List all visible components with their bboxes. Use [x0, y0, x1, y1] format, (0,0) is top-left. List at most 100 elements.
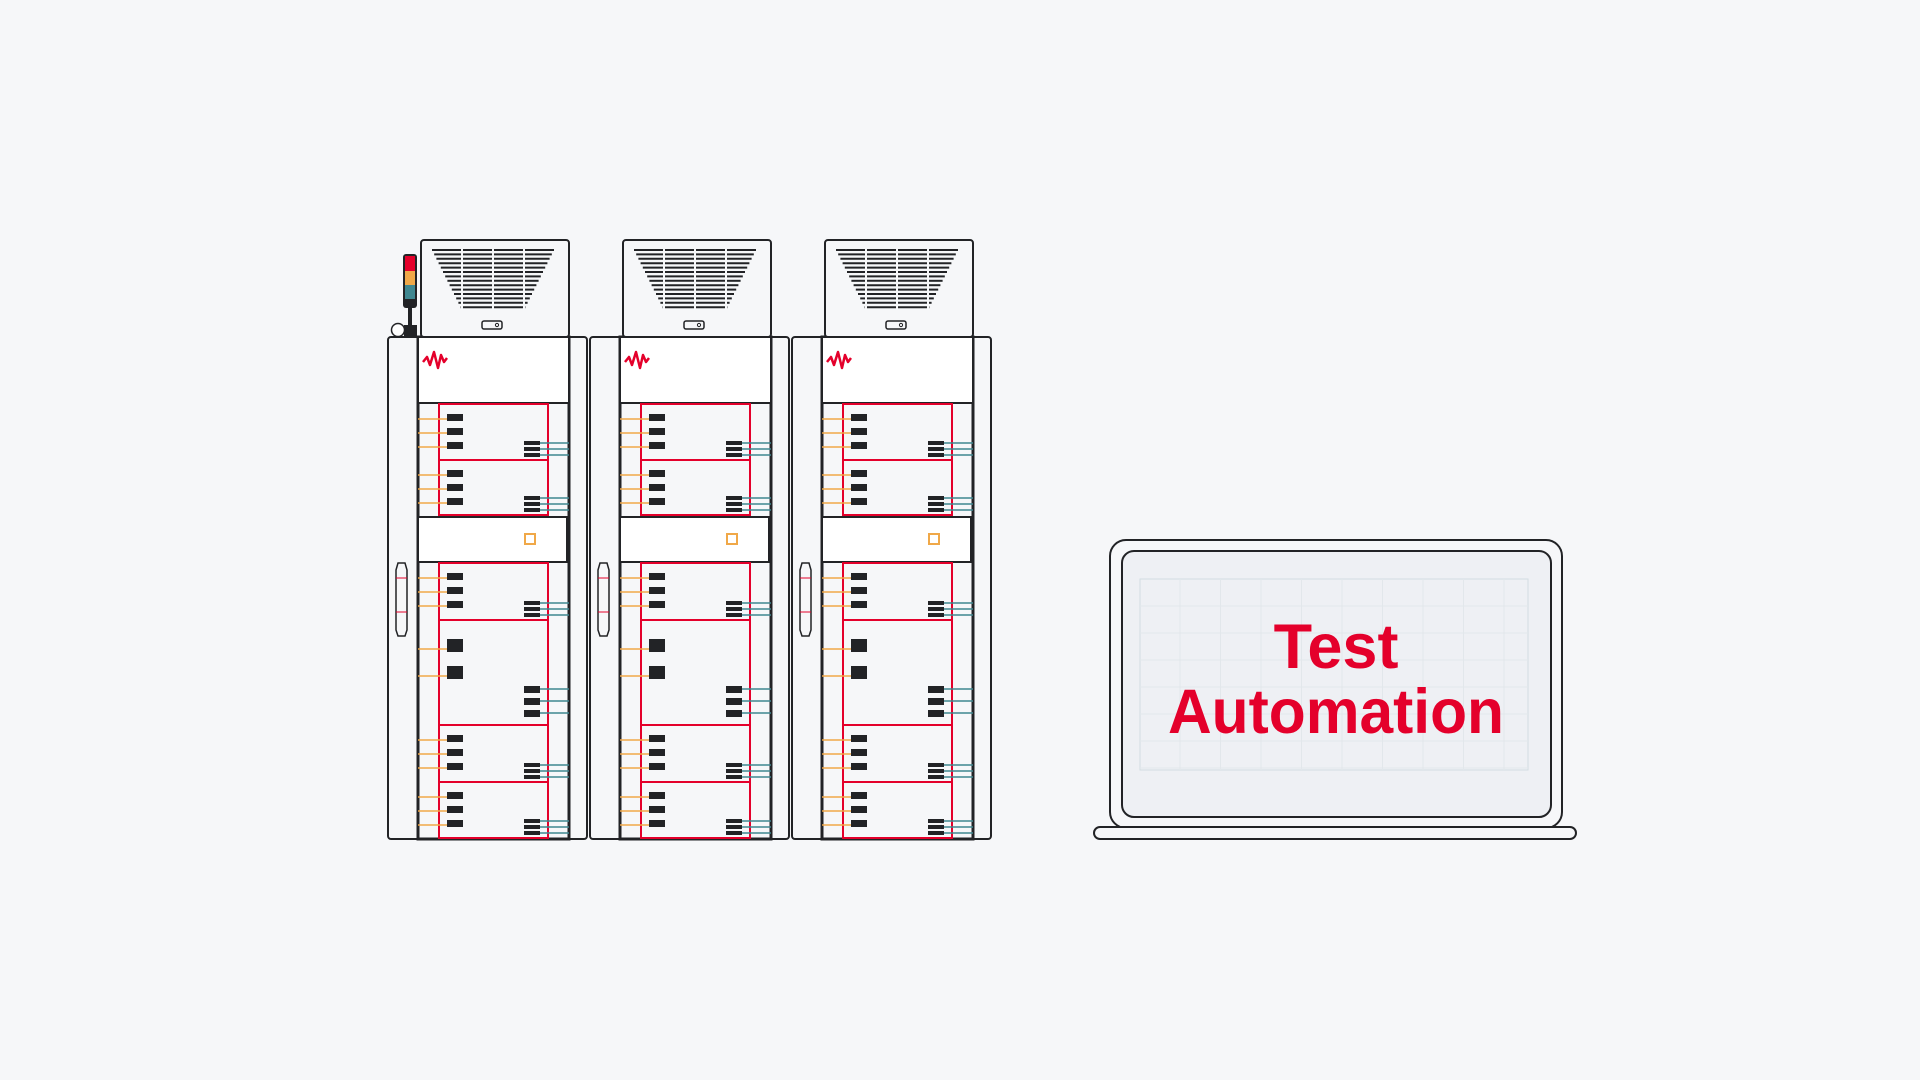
output-terminal: [726, 496, 742, 500]
tower-base: [404, 325, 417, 336]
input-terminal: [649, 587, 665, 594]
module-frame: [640, 459, 751, 516]
input-terminal: [447, 806, 463, 813]
output-terminal: [928, 769, 944, 773]
input-terminal: [649, 573, 665, 580]
output-terminal: [726, 763, 742, 767]
io-module: [620, 403, 771, 461]
input-terminal: [447, 587, 463, 594]
input-terminal: [851, 484, 867, 491]
door-handle: [395, 562, 408, 637]
input-terminal: [851, 470, 867, 477]
output-terminal: [928, 601, 944, 605]
output-terminal: [524, 831, 540, 835]
module-frame: [438, 781, 549, 839]
output-terminal: [524, 763, 540, 767]
input-terminal: [447, 573, 463, 580]
output-terminal: [524, 508, 540, 512]
inner-frame: [618, 335, 773, 841]
output-terminal: [726, 825, 742, 829]
io-module: [418, 781, 569, 839]
input-terminal: [447, 749, 463, 756]
output-terminal: [928, 502, 944, 506]
output-terminal: [726, 819, 742, 823]
laptop: Test Automation: [1093, 539, 1577, 840]
input-terminal: [649, 639, 665, 652]
status-indicator: [524, 533, 536, 545]
middle-panel: [619, 516, 770, 563]
input-terminal: [649, 749, 665, 756]
output-terminal: [928, 508, 944, 512]
output-terminal: [928, 831, 944, 835]
module-frame: [842, 459, 953, 516]
input-terminal: [851, 792, 867, 799]
io-module: [418, 459, 569, 516]
io-module: [620, 781, 771, 839]
logo-panel: [619, 336, 772, 404]
rack-1: [387, 239, 588, 841]
output-terminal: [928, 447, 944, 451]
output-terminal: [524, 453, 540, 457]
output-terminal: [726, 502, 742, 506]
io-module: [822, 781, 973, 839]
output-terminal: [726, 686, 742, 693]
input-terminal: [649, 806, 665, 813]
output-terminal: [726, 769, 742, 773]
teal-light: [405, 285, 415, 299]
output-terminal: [928, 453, 944, 457]
output-terminal: [726, 441, 742, 445]
output-terminal: [726, 607, 742, 611]
output-terminal: [928, 686, 944, 693]
input-terminal: [851, 428, 867, 435]
input-terminal: [447, 470, 463, 477]
grid-border: [1139, 578, 1529, 771]
output-terminal: [726, 508, 742, 512]
signal-tower: [390, 254, 417, 338]
input-terminal: [447, 666, 463, 679]
status-indicator: [726, 533, 738, 545]
input-terminal: [851, 639, 867, 652]
output-terminal: [928, 441, 944, 445]
output-terminal: [524, 710, 540, 717]
input-terminal: [649, 414, 665, 421]
input-terminal: [851, 573, 867, 580]
server-racks: [387, 239, 992, 841]
module-frame: [640, 781, 751, 839]
output-terminal: [726, 447, 742, 451]
output-terminal: [928, 763, 944, 767]
indicator-dot: [696, 322, 702, 328]
input-terminal: [447, 428, 463, 435]
screen-grid: [1139, 578, 1529, 771]
input-terminal: [447, 414, 463, 421]
input-terminal: [447, 763, 463, 770]
output-terminal: [524, 601, 540, 605]
output-terminal: [524, 686, 540, 693]
output-terminal: [726, 775, 742, 779]
rack-2: [589, 239, 790, 841]
input-terminal: [649, 601, 665, 608]
input-terminal: [851, 763, 867, 770]
output-terminal: [726, 613, 742, 617]
input-terminal: [447, 792, 463, 799]
tower-knob: [390, 322, 406, 338]
input-terminal: [649, 470, 665, 477]
output-terminal: [524, 441, 540, 445]
middle-panel: [417, 516, 568, 563]
input-terminal: [851, 749, 867, 756]
indicator-dot: [898, 322, 904, 328]
input-terminal: [649, 735, 665, 742]
brand-logo-icon: [422, 350, 448, 370]
input-terminal: [447, 820, 463, 827]
orange-light: [405, 271, 415, 285]
cooling-display: [885, 320, 907, 330]
io-module: [620, 459, 771, 516]
output-terminal: [726, 601, 742, 605]
indicator-dot: [494, 322, 500, 328]
module-frame: [842, 781, 953, 839]
input-terminal: [649, 820, 665, 827]
output-terminal: [928, 613, 944, 617]
output-terminal: [524, 502, 540, 506]
output-terminal: [726, 698, 742, 705]
io-module: [822, 459, 973, 516]
input-terminal: [447, 498, 463, 505]
